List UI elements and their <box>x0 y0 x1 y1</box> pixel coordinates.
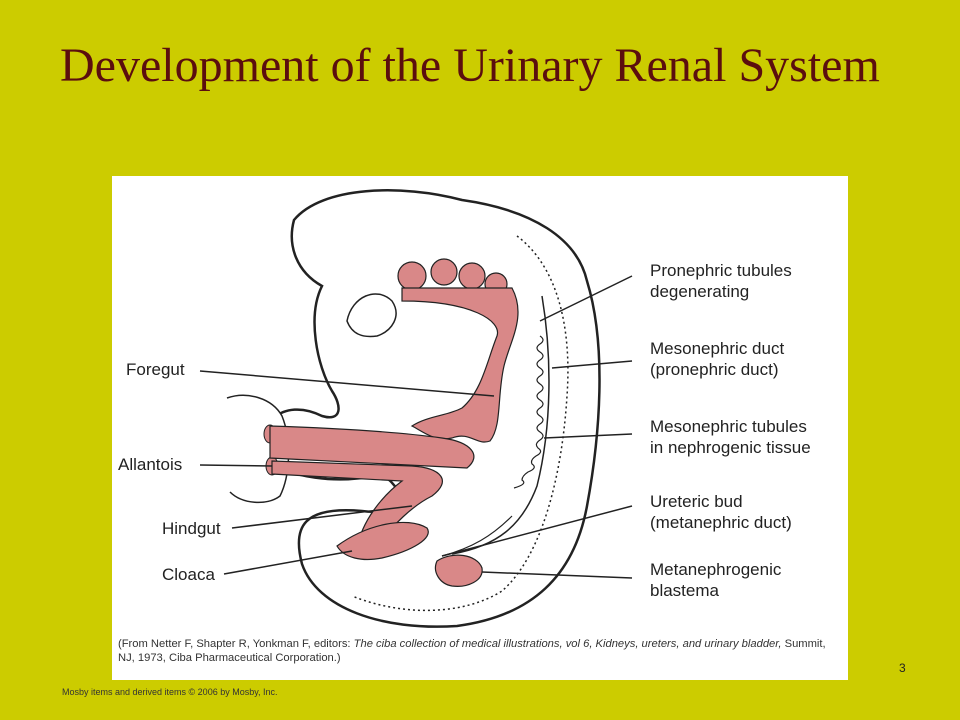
leader-line-ureteric-bud <box>441 505 633 557</box>
label-metanephrogenic-line2: blastema <box>650 581 719 600</box>
label-hindgut: Hindgut <box>162 519 221 538</box>
head-fold <box>346 293 397 338</box>
slide-title: Development of the Urinary Renal System <box>60 39 880 92</box>
leader-line-foregut <box>199 370 495 397</box>
cloaca <box>336 521 429 561</box>
slide-number: 3 <box>899 661 906 675</box>
label-mesonephric-tubules-line2: in nephrogenic tissue <box>650 438 811 457</box>
label-pronephric-line2: degenerating <box>650 282 750 301</box>
label-mesonephric-duct-line2: (pronephric duct) <box>650 360 779 379</box>
embryo-body-outline <box>261 189 601 628</box>
mesonephric-tubules <box>513 335 544 489</box>
embryo-drawing <box>199 189 633 628</box>
label-ureteric-bud-line2: (metanephric duct) <box>650 513 792 532</box>
caption-part2: Summit, NJ, 1973, Ciba Pharmaceutical Co… <box>118 638 826 664</box>
allantois-duct-upper <box>269 425 475 469</box>
pharyngeal-pouch <box>397 261 427 291</box>
footer-copyright: Mosby items and derived items © 2006 by … <box>62 687 278 697</box>
label-ureteric-bud-line1: Ureteric bud <box>650 492 743 511</box>
leader-line-cloaca <box>223 550 353 575</box>
leader-line-metanephrogenic <box>481 571 633 579</box>
leader-line-hindgut <box>231 505 413 529</box>
foregut-tube <box>401 287 519 443</box>
label-mesonephric-duct-line1: Mesonephric duct <box>650 339 785 358</box>
caption-italic: The ciba collection of medical illustrat… <box>353 638 782 650</box>
label-foregut: Foregut <box>126 360 185 379</box>
pharyngeal-pouch <box>458 262 486 290</box>
embryo-illustration: Foregut Allantois Hindgut Cloaca Proneph… <box>112 176 848 680</box>
pharyngeal-pouch <box>430 258 458 286</box>
label-allantois: Allantois <box>118 455 183 474</box>
label-cloaca: Cloaca <box>162 565 215 584</box>
leader-line-allantois <box>199 464 273 467</box>
leader-line-mesonephric-tubules <box>543 433 633 439</box>
metanephrogenic-blastema <box>434 554 483 587</box>
figure-caption: (From Netter F, Shapter R, Yonkman F, ed… <box>118 637 842 665</box>
mesonephric-duct <box>451 295 550 555</box>
leader-line-pronephric <box>539 275 633 322</box>
leader-line-mesonephric-duct <box>551 360 633 369</box>
label-metanephrogenic-line1: Metanephrogenic <box>650 560 782 579</box>
label-pronephric-line1: Pronephric tubules <box>650 261 792 280</box>
caption-part1: (From Netter F, Shapter R, Yonkman F, ed… <box>118 638 354 650</box>
label-mesonephric-tubules-line1: Mesonephric tubules <box>650 417 807 436</box>
